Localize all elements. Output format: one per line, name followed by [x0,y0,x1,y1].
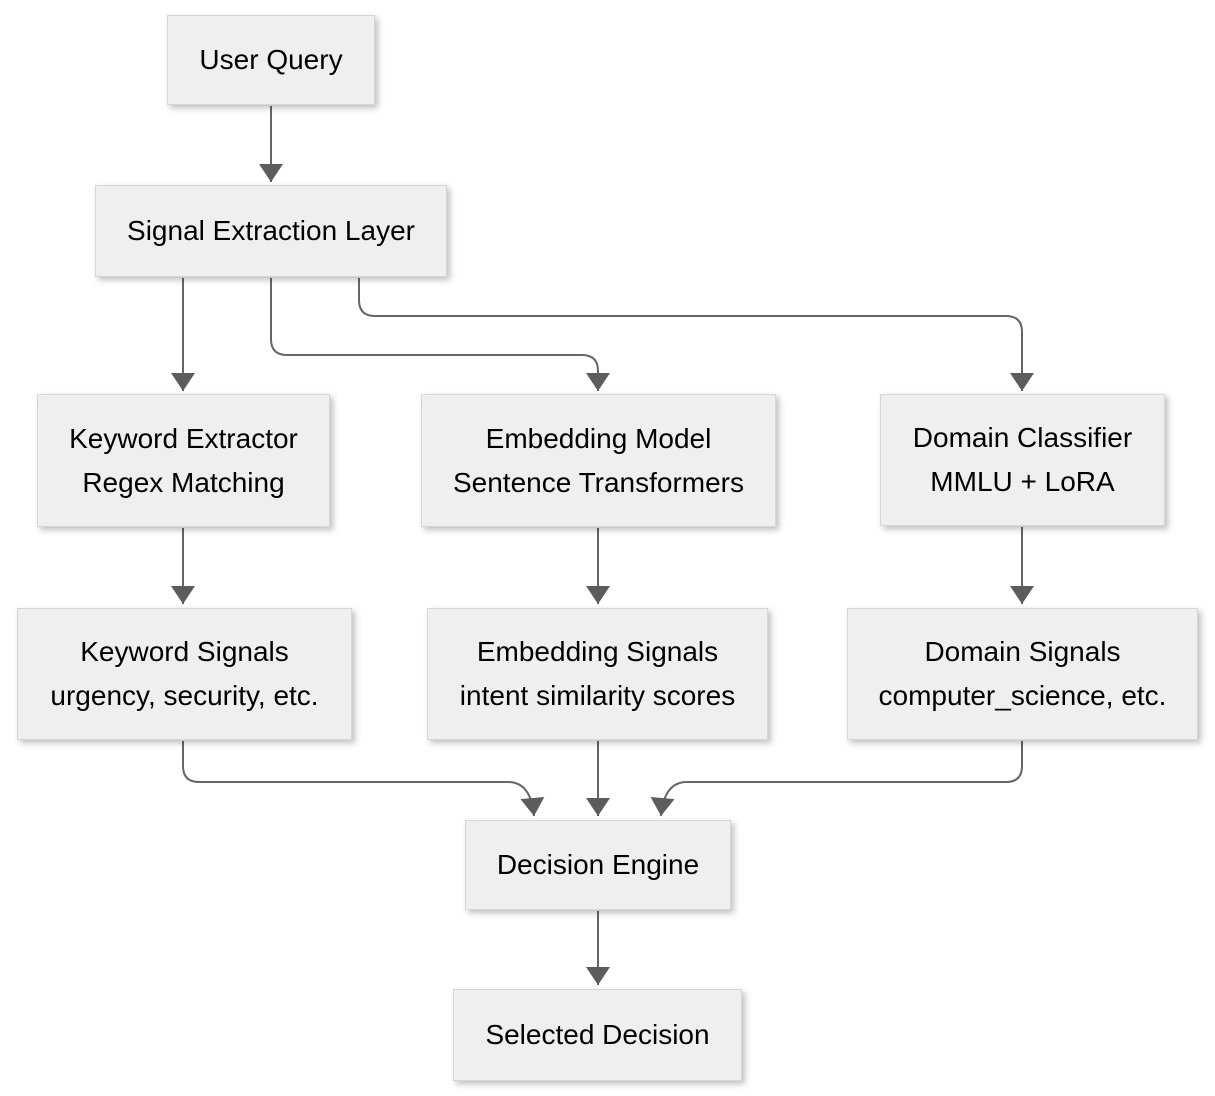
node-keyword-signals: Keyword Signals urgency, security, etc. [17,608,352,740]
node-keyword-signals-subtitle: urgency, security, etc. [50,680,319,711]
node-embedding-signals-subtitle: intent similarity scores [459,680,736,711]
node-signal-extraction-layer: Signal Extraction Layer [95,185,447,277]
node-user-query: User Query [167,15,375,105]
node-embedding-signals: Embedding Signals intent similarity scor… [427,608,768,740]
node-domain-signals-title: Domain Signals [924,636,1121,667]
node-keyword-extractor-title: Keyword Extractor [69,422,298,454]
node-domain-classifier: Domain Classifier MMLU + LoRA [880,394,1165,526]
node-selected-decision-title: Selected Decision [485,1019,710,1050]
node-domain-signals-subtitle: computer_science, etc. [878,680,1167,711]
node-decision-engine: Decision Engine [465,820,731,910]
node-keyword-extractor: Keyword Extractor Regex Matching [37,394,330,527]
node-domain-classifier-subtitle: MMLU + LoRA [930,466,1115,497]
node-user-query-title: User Query [199,44,343,75]
node-domain-classifier-title: Domain Classifier [912,422,1133,453]
node-keyword-extractor-subtitle: Regex Matching [82,466,285,498]
node-signal-extraction-layer-title: Signal Extraction Layer [127,215,415,246]
node-embedding-model-title: Embedding Model [485,422,712,454]
edge-signal-extraction-to-domain-classifier [358,278,1034,391]
edge-keyword-signals-to-decision-engine [182,741,545,817]
node-embedding-model-subtitle: Sentence Transformers [452,466,745,498]
edge-signal-extraction-to-embedding-model [270,278,610,391]
node-domain-signals: Domain Signals computer_science, etc. [847,608,1198,740]
node-embedding-model: Embedding Model Sentence Transformers [421,394,776,527]
node-embedding-signals-title: Embedding Signals [476,636,719,667]
node-selected-decision: Selected Decision [453,989,742,1081]
edge-domain-signals-to-decision-engine [650,741,1023,817]
node-keyword-signals-title: Keyword Signals [80,636,289,667]
node-decision-engine-title: Decision Engine [496,849,700,880]
